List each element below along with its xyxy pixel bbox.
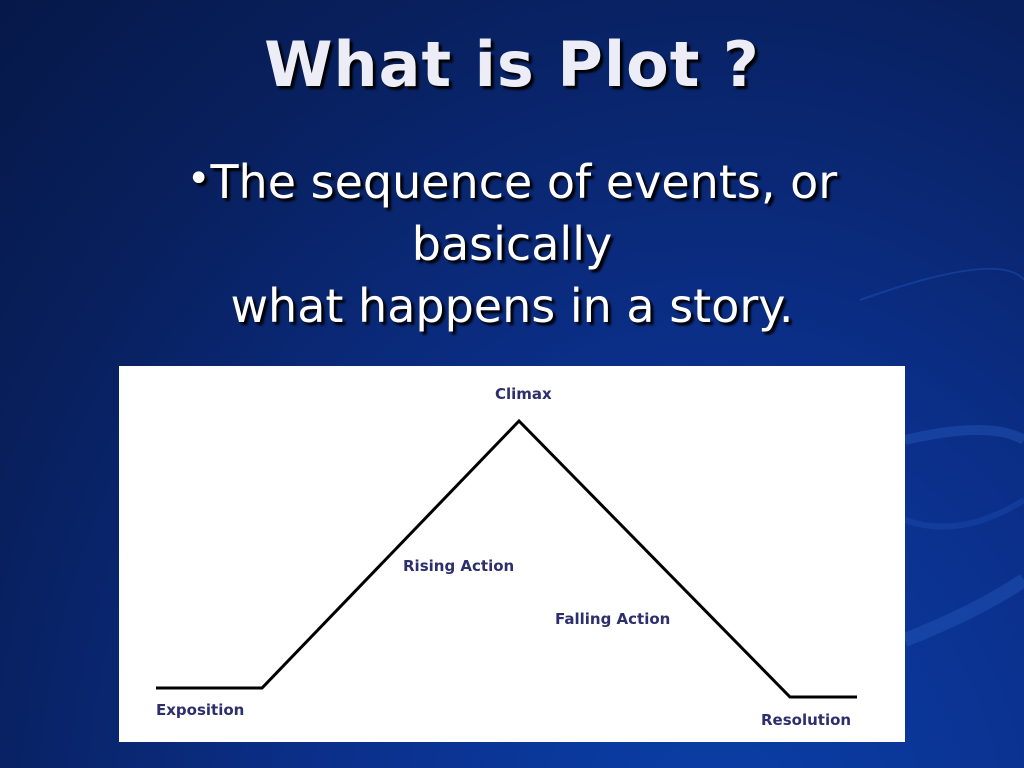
falling-action-label: Falling Action bbox=[555, 610, 671, 628]
climax-label: Climax bbox=[495, 385, 552, 403]
bullet-text: •The sequence of events, or basically wh… bbox=[130, 148, 894, 337]
bullet-icon: • bbox=[186, 156, 211, 202]
bullet-line-3: what happens in a story. bbox=[230, 279, 794, 333]
resolution-label: Resolution bbox=[761, 711, 852, 729]
exposition-label: Exposition bbox=[156, 701, 245, 719]
rising-action-label: Rising Action bbox=[403, 557, 515, 575]
bullet-line-2: basically bbox=[411, 217, 613, 271]
bullet-line-1: •The sequence of events, or bbox=[130, 148, 894, 213]
plot-diagram-svg bbox=[156, 418, 857, 699]
bullet-line-1-text: The sequence of events, or bbox=[210, 155, 838, 209]
plot-line bbox=[156, 418, 857, 699]
plot-diagram: Climax Rising Action Falling Action Expo… bbox=[119, 366, 905, 742]
slide-title: What is Plot ? bbox=[264, 28, 760, 101]
